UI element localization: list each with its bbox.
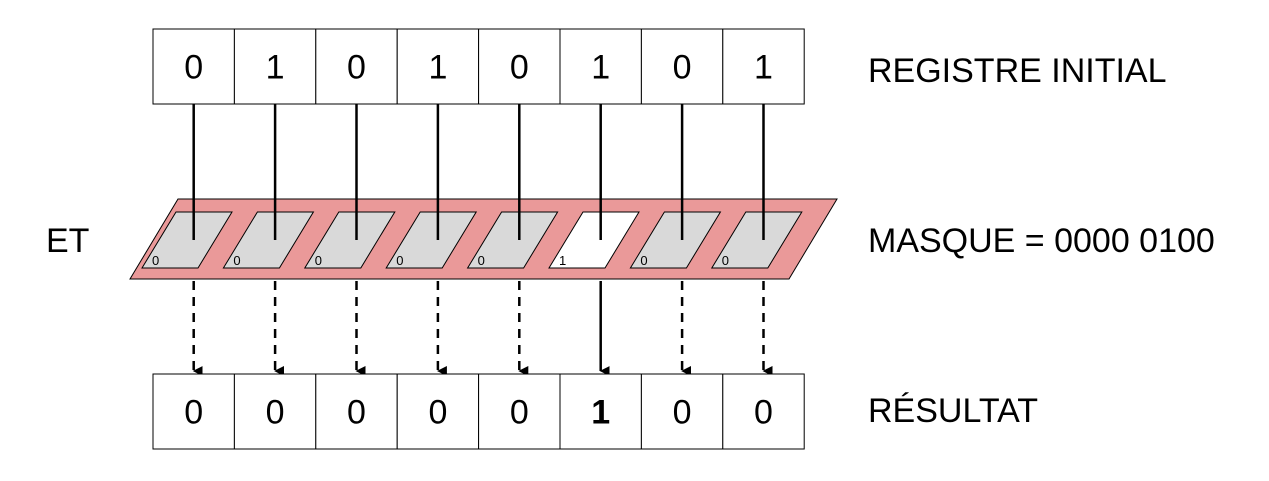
result-cell-0 bbox=[152, 373, 235, 450]
result-label: RÉSULTAT bbox=[868, 392, 1038, 430]
operator-label: ET bbox=[46, 222, 89, 260]
mask-bit-2: 0 bbox=[315, 253, 322, 268]
result-bit-6: 0 bbox=[673, 394, 692, 432]
mask-windows: 0 0 0 0 0 1 0 0 bbox=[141, 211, 803, 269]
initial-register-bit-3: 1 bbox=[428, 49, 447, 87]
result-cell-3 bbox=[396, 373, 480, 450]
initial-register-bit-4: 0 bbox=[510, 49, 529, 87]
mask-window-4 bbox=[466, 211, 559, 269]
initial-register-bit-5: 1 bbox=[591, 49, 610, 87]
result-bit-2: 0 bbox=[347, 394, 366, 432]
result-cell-2 bbox=[315, 373, 398, 450]
mask-window-3 bbox=[385, 211, 478, 269]
connectors bbox=[192, 104, 773, 376]
initial-register-cell-4 bbox=[478, 28, 561, 105]
result-bit-5: 1 bbox=[591, 394, 610, 432]
mask-window-1 bbox=[222, 211, 315, 269]
mask-bit-3: 0 bbox=[396, 253, 403, 268]
result-cell-6 bbox=[640, 373, 724, 450]
result-cell-5 bbox=[559, 373, 642, 450]
mask-window-5 bbox=[548, 211, 640, 269]
initial-register-cell-7 bbox=[722, 28, 805, 105]
initial-register-bit-0: 0 bbox=[184, 49, 203, 87]
mask-window-2 bbox=[303, 211, 396, 269]
result-bit-0: 0 bbox=[184, 394, 203, 432]
result-cell-7 bbox=[722, 373, 805, 450]
mask-window-6 bbox=[629, 211, 722, 269]
initial-register-bit-6: 0 bbox=[673, 49, 692, 87]
initial-register-bit-1: 1 bbox=[266, 49, 285, 87]
initial-register-row: 0 1 0 1 0 1 0 1 bbox=[152, 28, 805, 105]
result-bit-3: 0 bbox=[428, 394, 447, 432]
mask-window-0 bbox=[141, 211, 233, 269]
initial-register-label: REGISTRE INITIAL bbox=[868, 52, 1167, 90]
initial-register-cell-0 bbox=[152, 28, 235, 105]
result-cell-4 bbox=[478, 373, 561, 450]
result-bit-7: 0 bbox=[754, 394, 773, 432]
initial-register-cell-6 bbox=[640, 28, 724, 105]
initial-register-cell-5 bbox=[559, 28, 642, 105]
initial-register-cell-2 bbox=[315, 28, 398, 105]
initial-register-bit-7: 1 bbox=[754, 49, 773, 87]
mask-bit-7: 0 bbox=[722, 253, 729, 268]
mask-bit-1: 0 bbox=[233, 253, 240, 268]
initial-register-bit-2: 0 bbox=[347, 49, 366, 87]
result-bit-1: 0 bbox=[266, 394, 285, 432]
mask-bit-0: 0 bbox=[152, 253, 159, 268]
result-bit-4: 0 bbox=[510, 394, 529, 432]
result-register-row: 0 0 0 0 0 1 0 0 bbox=[152, 373, 805, 450]
mask-bit-4: 0 bbox=[478, 253, 485, 268]
result-cell-1 bbox=[233, 373, 317, 450]
initial-register-cell-1 bbox=[233, 28, 317, 105]
mask-bit-5: 1 bbox=[559, 253, 566, 268]
mask-bit-6: 0 bbox=[640, 253, 647, 268]
mask-window-7 bbox=[710, 211, 803, 269]
mask-label: MASQUE = 0000 0100 bbox=[868, 222, 1215, 260]
